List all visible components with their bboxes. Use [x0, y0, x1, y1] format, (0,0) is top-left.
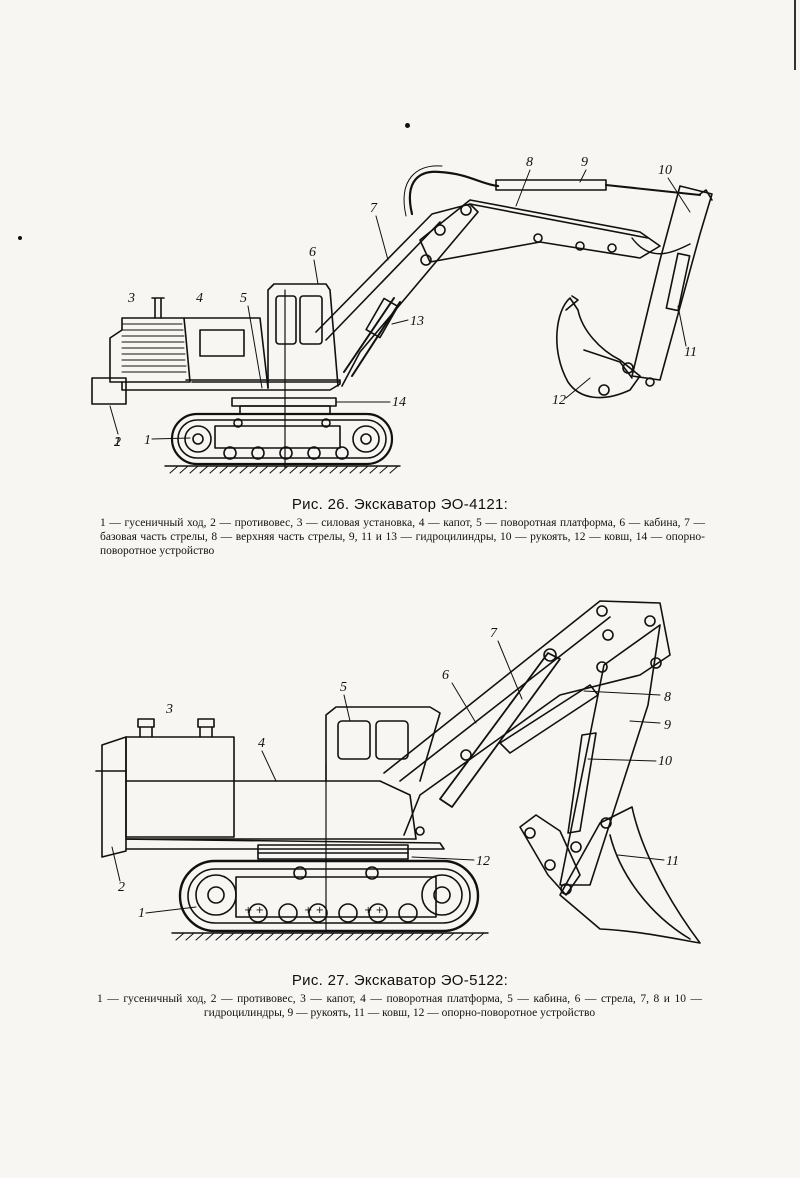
figure-27-drawing: + + + + + + 3 4 5 6 7 8 9 10 11: [0, 595, 800, 965]
label-5: 5: [340, 680, 347, 695]
cylinder-9: [495, 179, 607, 191]
figure-26-caption-title: Рис. 26. Экскаватор ЭО-4121:: [291, 496, 509, 513]
figure-26-drawing: 1 1 2 3 4 5 6 7 8 9 10 11 12 13 14: [0, 150, 800, 480]
label-3: 3: [165, 702, 173, 717]
ground-hatch: [175, 932, 485, 941]
print-speck: [405, 123, 410, 128]
boom: [383, 600, 671, 836]
excavator-eo4121-illustration: 1 1 2 3 4 5 6 7 8 9 10 11 12 13 14: [91, 155, 713, 474]
label-6: 6: [442, 668, 449, 683]
label-12: 12: [552, 393, 566, 408]
slewing-ring: [257, 844, 409, 860]
crawler-track: [170, 412, 394, 466]
cylinder-11: [665, 252, 691, 312]
rotating-platform: [125, 780, 417, 840]
label-12: 12: [476, 854, 490, 869]
label-13: 13: [410, 314, 424, 329]
print-speck: [18, 236, 22, 240]
svg-text:+ +: + +: [364, 905, 384, 916]
label-5: 5: [240, 291, 247, 306]
crawler-track: + + + + + +: [178, 859, 480, 933]
label-2: 2: [118, 880, 125, 895]
cylinder-8: [499, 684, 599, 754]
hood: [183, 317, 269, 389]
figure-27-legend: 1 — гусеничный ход, 2 — противовес, 3 — …: [97, 993, 702, 1019]
label-2: 2: [114, 435, 121, 450]
label-9: 9: [664, 718, 671, 733]
cabin: [267, 283, 339, 389]
bucket: [556, 297, 641, 399]
label-10: 10: [658, 163, 672, 178]
label-4: 4: [196, 291, 203, 306]
power-unit: [109, 317, 191, 383]
page-edge-shadow: [794, 0, 796, 70]
excavator-eo5122-illustration: + + + + + + 3 4 5 6 7 8 9 10 11: [95, 600, 701, 944]
counterweight: [101, 736, 127, 858]
slewing-ring: [231, 397, 337, 407]
boom-upper: [419, 199, 661, 263]
stick: [631, 185, 713, 381]
label-1-text: 1: [144, 433, 151, 448]
hydraulic-hose: [408, 170, 500, 216]
label-4: 4: [258, 736, 265, 751]
cylinder-7: [439, 652, 561, 808]
hood: [125, 736, 235, 838]
bucket: [559, 806, 701, 944]
cabin: [325, 706, 441, 782]
label-14: 14: [392, 395, 406, 410]
cylinder-10: [567, 732, 597, 834]
figure-27-caption-title: Рис. 27. Экскаватор ЭО-5122:: [291, 972, 509, 989]
label-9: 9: [581, 155, 588, 170]
svg-text:+ +: + +: [244, 905, 264, 916]
label-6: 6: [309, 245, 316, 260]
label-11: 11: [684, 345, 697, 360]
label-7: 7: [490, 626, 498, 641]
label-11: 11: [666, 854, 679, 869]
label-1: 1: [114, 435, 121, 450]
svg-text:+ +: + +: [304, 905, 324, 916]
ground-hatch: [169, 465, 399, 474]
figure-26-legend: 1 — гусеничный ход, 2 — противовес, 3 — …: [100, 517, 705, 557]
label-8: 8: [664, 690, 671, 705]
label-1: 1: [138, 906, 145, 921]
boom-base: [315, 203, 479, 387]
label-7: 7: [370, 201, 378, 216]
label-8: 8: [526, 155, 533, 170]
label-10: 10: [658, 754, 672, 769]
counterweight: [91, 377, 127, 405]
label-3: 3: [127, 291, 135, 306]
